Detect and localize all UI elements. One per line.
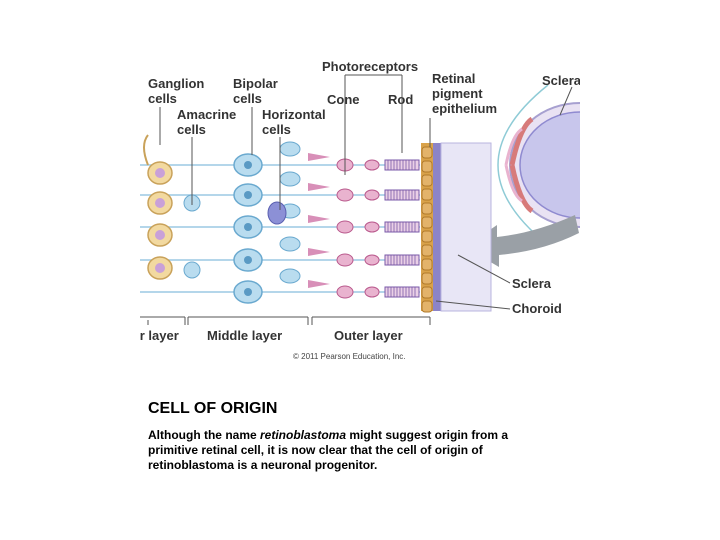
photoreceptor-cell [364,189,380,201]
cone-segment [308,215,330,223]
rpe-cell [421,286,433,299]
rpe-cell [421,244,433,257]
caption-text-after: might suggest origin from a primitive re… [148,428,509,472]
rpe-cell [421,174,433,187]
cone-segment [308,183,330,191]
bipolar-nucleus [244,288,252,296]
label-choroid: Choroid [512,301,562,316]
rpe-cell [421,160,433,173]
label-sclera-top: Sclera [542,73,580,88]
ganglion-axon [143,134,149,166]
bipolar-nucleus [244,223,252,231]
cone-segment [308,153,330,161]
rpe-cell [421,258,433,271]
label-horizontal-1: Horizontal [262,107,326,122]
photoreceptor-cell [364,286,380,298]
photoreceptor-cell [336,220,354,234]
label-rpe-3: epithelium [432,101,497,116]
sclera-band [440,142,492,312]
photoreceptor-cell [364,159,380,171]
label-cone: Cone [327,92,360,107]
cone-segment [308,280,330,288]
label-amacrine-1: Amacrine [177,107,236,122]
ganglion-nucleus [155,263,165,273]
label-ganglion-2: cells [148,91,177,106]
eye-illustration [497,84,580,246]
cone-segment [308,248,330,256]
caption-title: CELL OF ORIGIN [148,400,278,417]
rod-segment [384,221,420,233]
bipolar-cell [279,268,301,284]
photoreceptor-cell [364,221,380,233]
ganglion-nucleus [155,198,165,208]
rod-segment [384,286,420,298]
amacrine-cell [183,261,201,279]
rod-segment [384,159,420,171]
rod-segment [384,189,420,201]
ganglion-nucleus [155,230,165,240]
copyright-text: © 2011 Pearson Education, Inc. [293,352,405,361]
curved-arrow [465,215,579,267]
label-bipolar-2: cells [233,91,262,106]
rpe-cell [421,300,433,313]
photoreceptor-cell [336,285,354,299]
rpe-cell [421,146,433,159]
label-rpe-2: pigment [432,86,483,101]
leader-lines [140,74,573,325]
label-amacrine-2: cells [177,122,206,137]
bipolar-nucleus [244,256,252,264]
rpe-cell [421,230,433,243]
label-inner-layer: Inner layer [140,328,179,343]
bipolar-cell [279,141,301,157]
label-middle-layer: Middle layer [207,328,282,343]
caption-text: Although the name retinoblastoma might s… [148,428,548,473]
ganglion-nucleus [155,168,165,178]
label-bipolar-1: Bipolar [233,76,278,91]
bipolar-cell [279,236,301,252]
choroid-band [433,143,441,311]
label-ganglion-1: Ganglion [148,76,204,91]
caption-text-before: Although the name [148,428,260,442]
caption-text-italic: retinoblastoma [260,428,347,442]
label-outer-layer: Outer layer [334,328,403,343]
bipolar-cell [279,171,301,187]
photoreceptor-cell [336,253,354,267]
horizontal-cell [267,201,287,225]
rpe-cell [421,272,433,285]
rod-segment [384,254,420,266]
rpe-cell [421,216,433,229]
label-horizontal-2: cells [262,122,291,137]
label-rpe-1: Retinal [432,71,475,86]
photoreceptor-cell [364,254,380,266]
label-photoreceptors: Photoreceptors [322,59,418,74]
bipolar-nucleus [244,161,252,169]
rpe-cell [421,202,433,215]
label-rod: Rod [388,92,413,107]
retina-diagram: Ganglion cells Bipolar cells Amacrine ce… [140,55,580,365]
label-sclera: Sclera [512,276,552,291]
caption-block: CELL OF ORIGIN Although the name retinob… [148,400,548,473]
rpe-cell [421,188,433,201]
bipolar-nucleus [244,191,252,199]
photoreceptor-cell [336,188,354,202]
